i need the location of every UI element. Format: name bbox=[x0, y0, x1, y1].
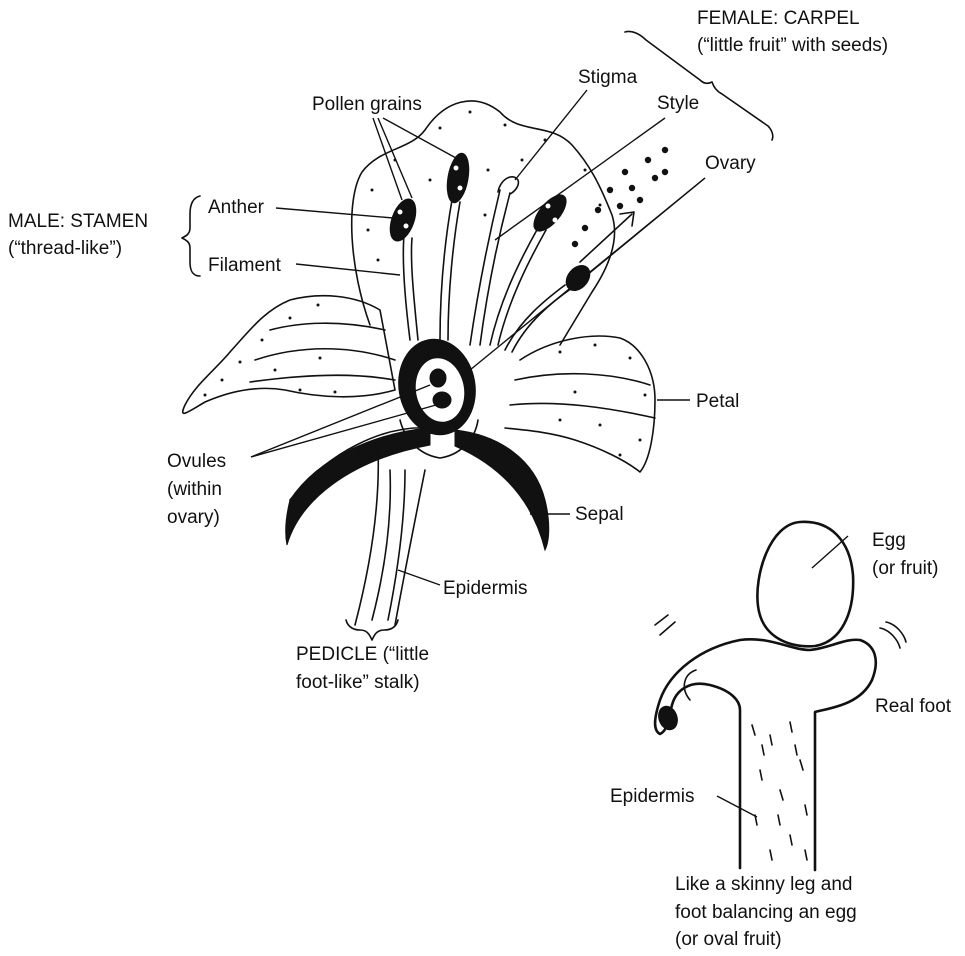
label-epidermis-flower: Epidermis bbox=[443, 577, 527, 601]
label-style: Style bbox=[657, 92, 699, 116]
caption-line-3: (or oval fruit) bbox=[675, 928, 782, 952]
label-petal: Petal bbox=[696, 390, 739, 414]
leg-and-egg-illustration bbox=[655, 522, 906, 870]
label-ovules-1: Ovules bbox=[167, 450, 226, 474]
leg-hair-marks bbox=[752, 722, 807, 860]
anthers bbox=[385, 152, 595, 296]
stamen-brace bbox=[182, 196, 200, 276]
label-real-foot: Real foot bbox=[875, 695, 951, 719]
flower-illustration bbox=[183, 101, 668, 640]
egg-outline bbox=[757, 522, 853, 646]
label-pedicle-1: PEDICLE (“little bbox=[296, 643, 429, 667]
caption-line-1: Like a skinny leg and bbox=[675, 873, 852, 897]
toe-nail bbox=[655, 704, 680, 733]
sepal-left bbox=[286, 428, 430, 545]
label-pedicle-2: foot-like” stalk) bbox=[296, 671, 420, 695]
label-male-stamen: MALE: STAMEN bbox=[8, 210, 148, 234]
label-female-carpel: FEMALE: CARPEL bbox=[697, 7, 860, 31]
left-petal-stipple bbox=[204, 304, 337, 397]
caption-line-2: foot balancing an egg bbox=[675, 901, 857, 925]
left-petal bbox=[183, 296, 395, 414]
filament-left bbox=[403, 235, 410, 340]
label-male-stamen-sub: (“thread-like”) bbox=[8, 237, 122, 261]
sepal-right bbox=[455, 430, 549, 550]
label-sepal: Sepal bbox=[575, 503, 624, 527]
label-stigma: Stigma bbox=[578, 66, 637, 90]
pedicle-brace bbox=[346, 620, 398, 640]
label-anther: Anther bbox=[208, 196, 264, 220]
filament-center-left bbox=[440, 200, 452, 340]
label-female-carpel-sub: (“little fruit” with seeds) bbox=[697, 34, 888, 58]
pollen-arrow bbox=[580, 214, 632, 262]
pedicle-stalk bbox=[355, 448, 378, 625]
label-filament: Filament bbox=[208, 254, 281, 278]
label-ovules-3: ovary) bbox=[167, 506, 220, 530]
label-ovules-2: (within bbox=[167, 478, 222, 502]
label-ovary: Ovary bbox=[705, 152, 756, 176]
label-egg-1: Egg bbox=[872, 529, 906, 553]
label-pollen-grains: Pollen grains bbox=[312, 93, 422, 117]
label-egg-2: (or fruit) bbox=[872, 557, 939, 581]
label-epidermis-leg: Epidermis bbox=[610, 785, 694, 809]
